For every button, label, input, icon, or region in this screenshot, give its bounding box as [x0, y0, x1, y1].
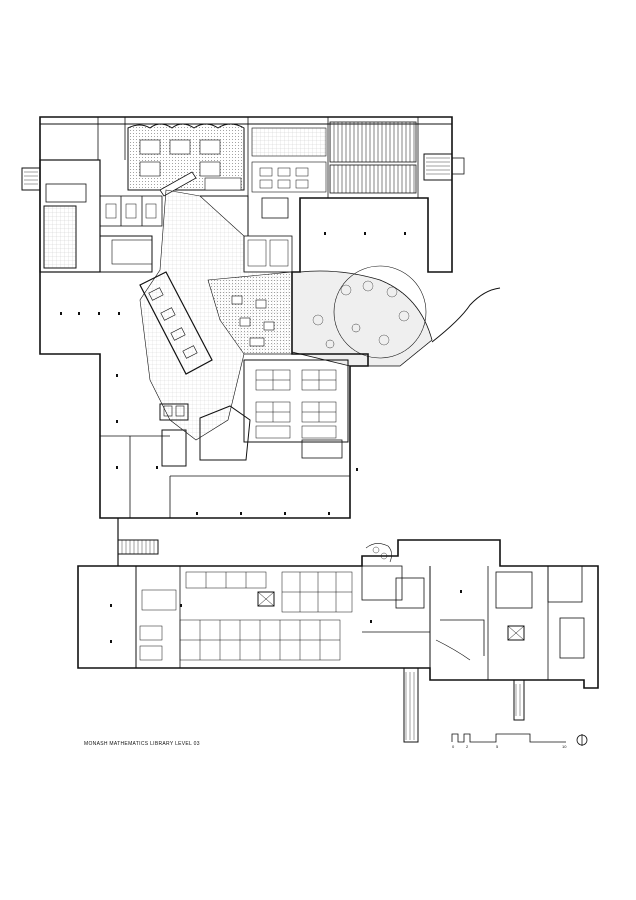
tree-symbols: [312, 280, 410, 349]
east-stair: [423, 153, 465, 181]
svg-text:2: 2: [466, 744, 469, 749]
column-grid-upper: [60, 232, 406, 515]
diagonal-study-wing: [139, 271, 213, 375]
external-stair-planter: [365, 543, 392, 563]
lift-core-lower: [257, 591, 525, 641]
svg-text:0: 0: [452, 744, 455, 749]
reading-room-north: [127, 123, 245, 197]
svg-text:5: 5: [496, 744, 499, 749]
open-plan-offices: [199, 359, 349, 461]
central-atrium: [139, 189, 293, 441]
upper-east-plant-room: [100, 435, 350, 518]
west-service-core: [21, 159, 153, 273]
meeting-rooms: [99, 195, 293, 273]
landscaped-courtyard: [291, 265, 501, 367]
link-stair: [117, 518, 159, 566]
column-grid-lower: [110, 590, 462, 643]
book-stacks: [251, 121, 417, 194]
lower-workstations: [139, 571, 353, 661]
service-ramps: [403, 667, 525, 743]
lift-core-upper: [159, 403, 189, 467]
lower-building: [77, 539, 599, 689]
north-arrow-icon: [576, 734, 588, 746]
informal-study-area: [207, 271, 293, 355]
lower-building-outline: [77, 539, 599, 689]
scale-bar: 0 2 5 10: [451, 733, 567, 749]
svg-text:10: 10: [562, 744, 567, 749]
lower-east-rooms: [361, 565, 585, 661]
drawing-caption: MONASH MATHEMATICS LIBRARY LEVEL 03: [84, 741, 200, 747]
